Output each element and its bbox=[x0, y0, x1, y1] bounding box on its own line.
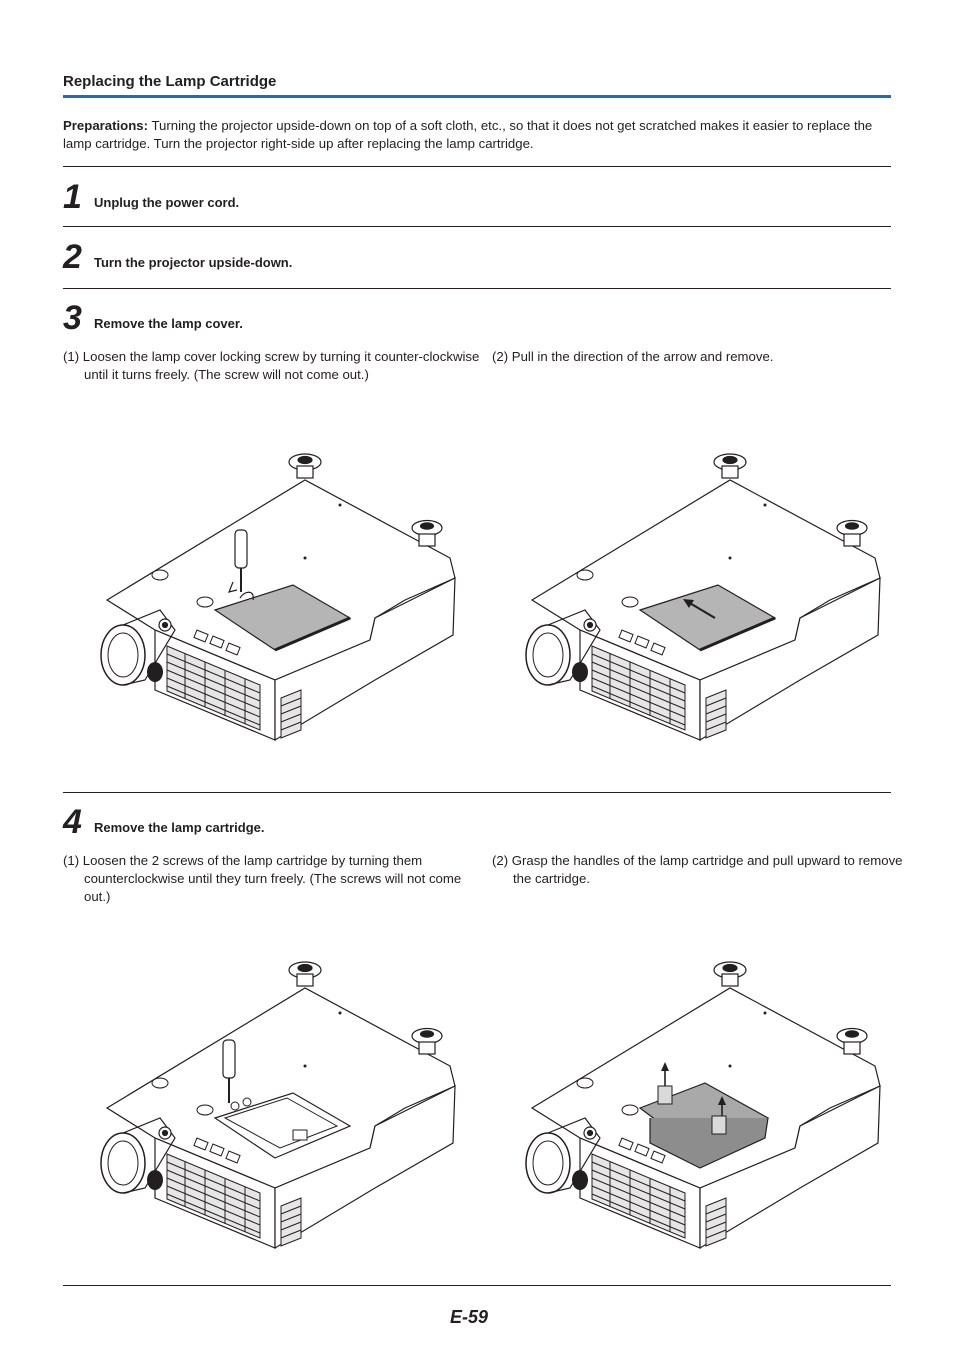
step-text-3: Remove the lamp cover. bbox=[94, 316, 243, 331]
step-text-1: Unplug the power cord. bbox=[94, 195, 240, 210]
step-3-substep-2: (2) Pull in the direction of the arrow a… bbox=[492, 349, 774, 364]
step-number-2: 2 bbox=[63, 238, 82, 276]
title-rule bbox=[63, 95, 891, 98]
step-4-substep-2: (2) Grasp the handles of the lamp cartri… bbox=[492, 853, 903, 886]
footer-rule bbox=[63, 1285, 891, 1286]
projector-screwdriver-cover-icon bbox=[100, 453, 456, 741]
step-number-1: 1 bbox=[63, 178, 82, 216]
divider bbox=[63, 226, 891, 227]
divider bbox=[63, 792, 891, 793]
divider bbox=[63, 288, 891, 289]
projector-screwdriver-cartridge-icon bbox=[100, 961, 456, 1249]
preparations-label: Preparations: bbox=[63, 118, 149, 133]
divider bbox=[63, 166, 891, 167]
projector-cover-arrow-icon bbox=[525, 453, 881, 741]
projector-cartridge-lift-icon bbox=[525, 961, 881, 1249]
preparations-text: Turning the projector upside-down on top… bbox=[63, 118, 873, 151]
page-number: E-59 bbox=[450, 1307, 489, 1327]
step-text-4: Remove the lamp cartridge. bbox=[94, 820, 265, 835]
preparations-paragraph: Preparations: Turning the projector upsi… bbox=[63, 117, 893, 153]
section-title: Replacing the Lamp Cartridge bbox=[63, 73, 277, 90]
step-number-4: 4 bbox=[63, 803, 82, 841]
step-4-substep-1: (1) Loosen the 2 screws of the lamp cart… bbox=[63, 853, 462, 904]
step-text-2: Turn the projector upside-down. bbox=[94, 255, 293, 270]
step-number-3: 3 bbox=[63, 299, 82, 337]
step-3-substep-1: (1) Loosen the lamp cover locking screw … bbox=[63, 349, 480, 382]
